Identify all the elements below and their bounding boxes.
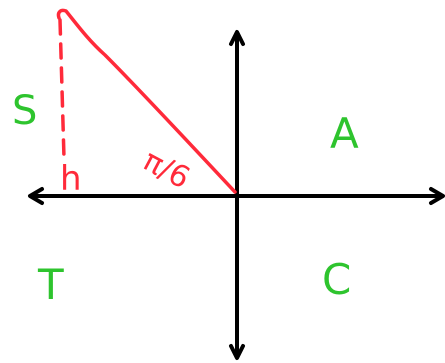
quadrant-labels: S A T C [12, 88, 359, 309]
quadrant-label-t: T [37, 260, 64, 309]
hypotenuse-line [56, 8, 237, 194]
quadrant-label-s: S [12, 88, 37, 134]
quadrant-label-a: A [330, 109, 359, 158]
reference-triangle: h π/6 [56, 8, 237, 199]
height-label: h [60, 159, 82, 199]
height-dashed-line [58, 18, 66, 160]
axes [28, 30, 445, 360]
x-axis-left-arrow [28, 187, 44, 205]
y-axis-top-arrow [229, 30, 245, 46]
y-axis-bottom-arrow [229, 344, 245, 360]
x-axis-right-arrow [429, 187, 445, 205]
angle-label: π/6 [137, 143, 195, 196]
quadrant-label-c: C [322, 255, 351, 304]
